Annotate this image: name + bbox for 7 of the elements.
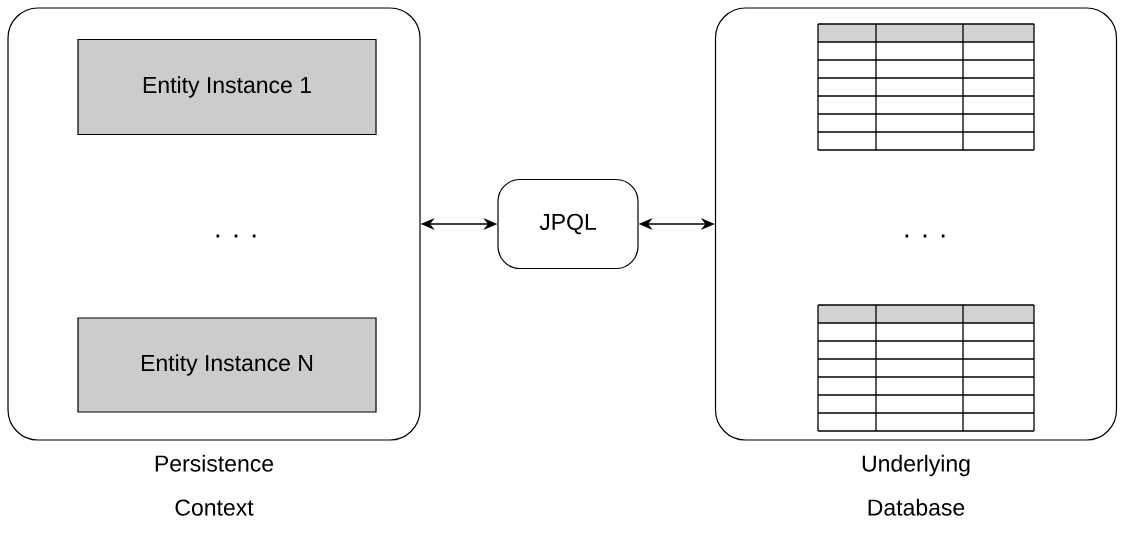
node-label: Persistence Context bbox=[155, 454, 274, 516]
ellipsis: . . . bbox=[216, 234, 256, 238]
process-box: JPQL bbox=[497, 178, 639, 270]
entity-box: Entity Instance N bbox=[77, 317, 377, 413]
entity-box: Entity Instance 1 bbox=[77, 38, 377, 136]
ellipsis: . . . bbox=[905, 234, 945, 238]
node-label: Underlying Database bbox=[862, 454, 970, 516]
